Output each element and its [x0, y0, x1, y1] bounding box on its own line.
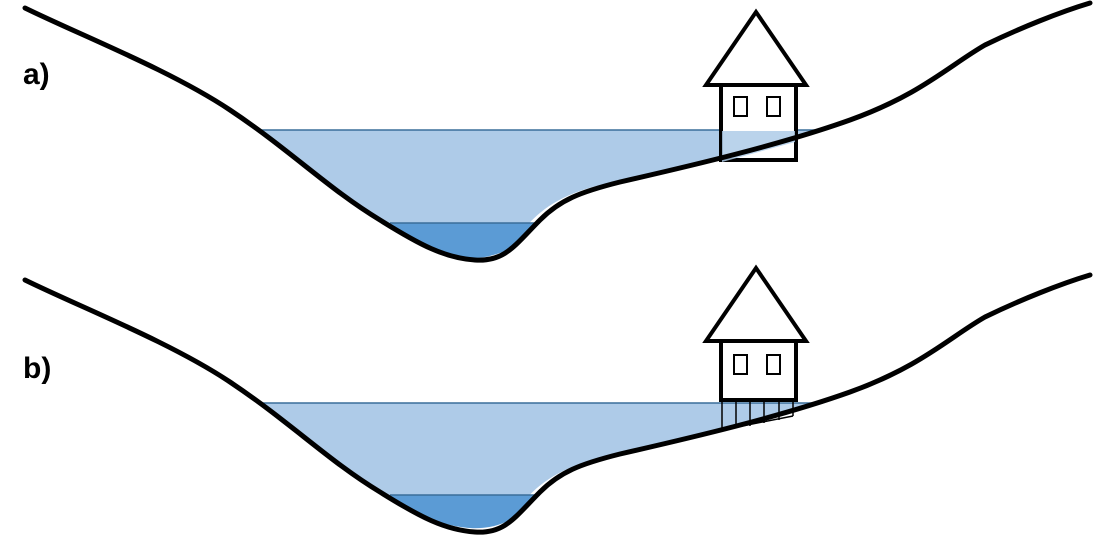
ground-profile [22, 272, 1093, 535]
house-window-right [766, 96, 781, 117]
house-body [719, 339, 798, 402]
panel-a-label: a) [23, 58, 50, 91]
panel-a [22, 0, 1093, 263]
house-window-left [733, 96, 748, 117]
panel-b [22, 264, 1093, 535]
house-on-stilts-icon [702, 264, 810, 431]
house-window-left [733, 354, 748, 375]
channel-water [390, 495, 540, 529]
house-window-right [766, 354, 781, 375]
house-roof [702, 8, 810, 87]
ground-profile [22, 0, 1093, 263]
channel-water [390, 223, 540, 258]
house-roof [702, 264, 810, 343]
panel-b-label: b) [23, 352, 51, 385]
